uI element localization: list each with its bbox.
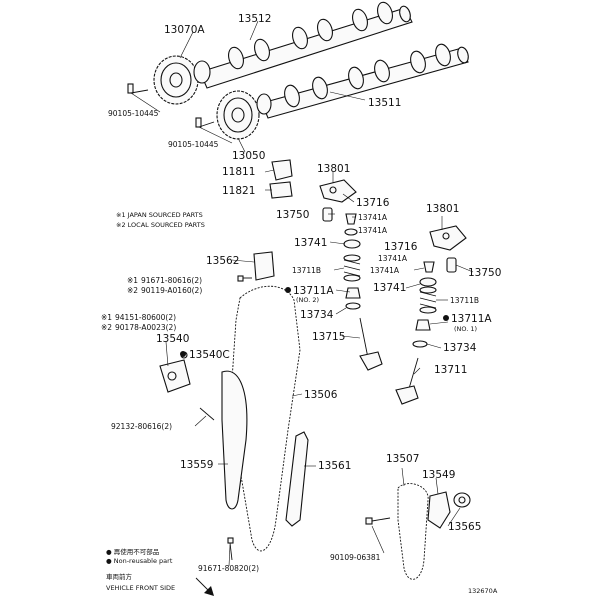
cam-timing-gear-13050[interactable] xyxy=(216,90,272,140)
rocker-arm-13801-left[interactable] xyxy=(319,179,357,203)
non-reusable-dot-13711A-no1 xyxy=(443,315,449,321)
valve-retainer-13741-right[interactable] xyxy=(419,277,437,287)
bolt-90105-lower[interactable] xyxy=(195,117,215,128)
stud-92132-80616[interactable] xyxy=(199,407,215,421)
valve-spring-13711B-right[interactable] xyxy=(419,286,437,314)
label-13506: 13506 xyxy=(304,389,338,401)
label-13716-lower: 13716 xyxy=(384,241,418,253)
valve-keeper-right[interactable] xyxy=(423,261,435,273)
note-mark-2a: ※2 xyxy=(127,286,138,295)
label-13801-right: 13801 xyxy=(426,203,459,215)
spring-seat-13734-right[interactable] xyxy=(412,340,428,348)
label-13734-right: 13734 xyxy=(443,342,477,354)
vehicle-front-arrow-icon xyxy=(195,577,214,596)
note-japan-sourced: ※1 JAPAN SOURCED PARTS xyxy=(116,211,203,219)
label-13741A-2: 13741A xyxy=(358,226,388,235)
bolt-90105-upper[interactable] xyxy=(127,83,149,94)
chain-guide-13562[interactable] xyxy=(253,251,275,281)
label-91671-80820: 91671-80820(2) xyxy=(198,564,259,573)
label-13512: 13512 xyxy=(238,13,271,25)
label-13070A: 13070A xyxy=(164,24,205,36)
label-11811: 11811 xyxy=(222,166,255,178)
label-13741-upper: 13741 xyxy=(294,237,327,249)
spring-seat-13734-left[interactable] xyxy=(345,302,361,310)
chain-damper-13561[interactable] xyxy=(285,431,309,527)
label-13507: 13507 xyxy=(386,453,419,465)
label-11821: 11821 xyxy=(222,185,255,197)
bolt-91671-80820[interactable] xyxy=(227,537,234,561)
label-13741A-1: 13741A xyxy=(358,213,388,222)
valve-stem-seal-13711A-left[interactable] xyxy=(345,287,361,299)
label-92132-80616: 92132-80616(2) xyxy=(111,422,172,431)
label-13549: 13549 xyxy=(422,469,455,481)
cam-timing-gear-13070A[interactable] xyxy=(153,55,211,105)
label-13716-upper: 13716 xyxy=(356,197,390,209)
label-13540C: 13540C xyxy=(189,349,230,361)
legend-non-reusable-jp: ● 再使用不可部品 xyxy=(106,547,159,556)
valve-13711[interactable] xyxy=(395,357,419,405)
label-13711A-no2-note: (NO. 2) xyxy=(296,296,319,304)
valve-retainer-13741-left[interactable] xyxy=(343,239,361,249)
label-13711B-upper: 13711B xyxy=(292,266,321,275)
lash-adjuster-13750-left[interactable] xyxy=(322,207,333,222)
label-13734-left: 13734 xyxy=(300,309,334,321)
camshaft-13511[interactable] xyxy=(261,42,470,119)
valve-13715[interactable] xyxy=(359,317,383,371)
label-13750-right: 13750 xyxy=(468,267,501,279)
label-90109-06381: 90109-06381 xyxy=(330,553,381,562)
chain-tensioner-13549[interactable] xyxy=(427,491,451,529)
label-13741A-4: 13741A xyxy=(370,266,400,275)
valve-keeper-left[interactable] xyxy=(344,213,358,236)
note-local-sourced: ※2 LOCAL SOURCED PARTS xyxy=(116,221,205,229)
note-mark-1b: ※1 xyxy=(101,313,112,322)
label-13561: 13561 xyxy=(318,460,351,472)
label-13050: 13050 xyxy=(232,150,265,162)
label-90105-lower: 90105-10445 xyxy=(168,140,219,149)
legend-front-jp: 車両前方 xyxy=(106,572,133,581)
label-13711: 13711 xyxy=(434,364,467,376)
label-13711A-no2: 13711A xyxy=(293,285,334,297)
valve-stem-seal-13711A-right[interactable] xyxy=(415,319,431,331)
camshaft-13512[interactable] xyxy=(199,0,413,89)
label-13741-lower: 13741 xyxy=(373,282,406,294)
bracket-11821[interactable] xyxy=(269,181,293,199)
label-13741A-3: 13741A xyxy=(378,254,408,263)
bolt-91671-80616[interactable] xyxy=(237,275,252,282)
label-90119-A0160: 90119-A0160(2) xyxy=(141,286,202,295)
label-13562: 13562 xyxy=(206,255,239,267)
label-13540: 13540 xyxy=(156,333,189,345)
legend-non-reusable-en: ● Non-reusable part xyxy=(106,557,173,565)
note-mark-1a: ※1 xyxy=(127,276,138,285)
bolt-90109-06381[interactable] xyxy=(365,517,391,525)
non-reusable-dot-13711A-no2 xyxy=(285,287,291,293)
label-13711A-no1-note: (NO. 1) xyxy=(454,325,477,333)
label-13711A-no1: 13711A xyxy=(451,313,492,325)
bracket-11811[interactable] xyxy=(271,159,293,181)
oil-pump-chain-13507[interactable] xyxy=(397,483,429,580)
label-94151-80600: 94151-80600(2) xyxy=(115,313,176,322)
label-13715: 13715 xyxy=(312,331,345,343)
label-90178-A0023: 90178-A0023(2) xyxy=(115,323,176,332)
legend-front-en: VEHICLE FRONT SIDE xyxy=(106,584,175,592)
rocker-arm-13801-right[interactable] xyxy=(429,225,467,251)
label-13750-left: 13750 xyxy=(276,209,309,221)
label-13511: 13511 xyxy=(368,97,401,109)
label-13801-left: 13801 xyxy=(317,163,350,175)
lash-adjuster-13750-right[interactable] xyxy=(446,257,457,273)
chain-slipper-13559[interactable] xyxy=(221,370,248,510)
timing-chain-13506[interactable] xyxy=(231,285,301,552)
note-mark-2b: ※2 xyxy=(101,323,112,332)
leader-lines xyxy=(130,20,474,567)
chain-tensioner-13540[interactable] xyxy=(159,359,191,393)
label-91671-80616: 91671-80616(2) xyxy=(141,276,202,285)
label-13559: 13559 xyxy=(180,459,213,471)
label-13565: 13565 xyxy=(448,521,481,533)
figure-id: 132670A xyxy=(468,587,498,595)
label-13711B-lower: 13711B xyxy=(450,296,479,305)
valve-spring-13711B-left[interactable] xyxy=(343,254,361,282)
sprocket-13565[interactable] xyxy=(453,492,471,508)
non-reusable-dot-13540C xyxy=(180,351,186,357)
label-90105-upper: 90105-10445 xyxy=(108,109,159,118)
